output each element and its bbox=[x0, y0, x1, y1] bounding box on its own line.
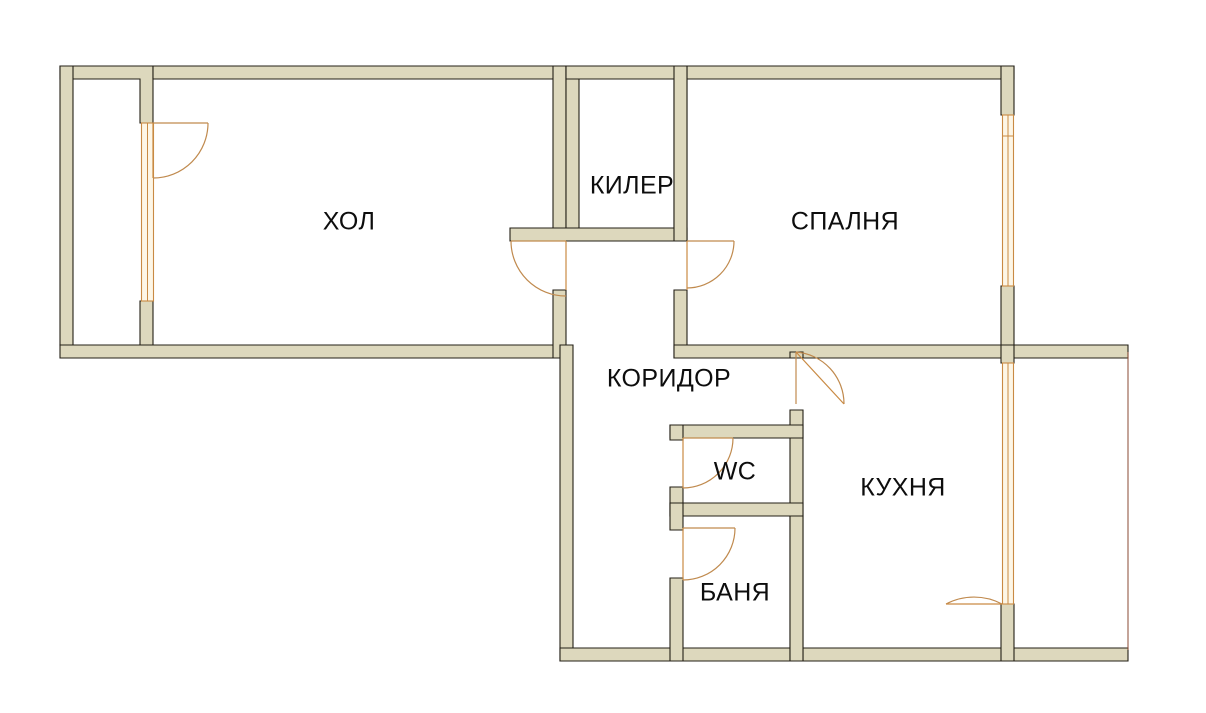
wall-wc-bottom bbox=[669, 502, 804, 517]
door-banya bbox=[682, 527, 736, 581]
room-label-hol: ХОЛ bbox=[323, 208, 376, 236]
walls-layer bbox=[59, 65, 1129, 662]
wall-banya-left-stub bbox=[669, 502, 684, 531]
wall-wc-top bbox=[669, 424, 804, 439]
wall-hol-top-left bbox=[59, 65, 154, 124]
door-spalnya bbox=[686, 240, 735, 290]
wall-kiler-left bbox=[565, 65, 580, 242]
door-balkon bbox=[945, 596, 1003, 605]
room-label-wc: WC bbox=[714, 458, 756, 486]
wall-spalnya-bottom bbox=[673, 344, 1129, 359]
room-label-kuhnya: КУХНЯ bbox=[860, 474, 946, 502]
wall-banya-right bbox=[789, 515, 804, 662]
wall-spalnya-left bbox=[673, 65, 688, 242]
windows-layer bbox=[140, 114, 1015, 605]
room-label-spalnya: СПАЛНЯ bbox=[791, 208, 899, 236]
doors-layer bbox=[152, 122, 1003, 605]
wall-balkon-divider-top bbox=[1000, 344, 1015, 364]
wall-spalnya-top bbox=[686, 65, 1015, 80]
wall-hol-right bbox=[552, 65, 567, 242]
door-entrance bbox=[152, 122, 209, 179]
wall-kiler-bottom bbox=[509, 227, 688, 242]
wall-wc-left-upper bbox=[669, 424, 684, 441]
wall-kiler-top bbox=[565, 65, 688, 80]
wall-koridor-bottom bbox=[559, 647, 1129, 662]
door-hol-koridor bbox=[510, 240, 567, 297]
wall-top-hol-to-kiler bbox=[152, 65, 567, 80]
wall-balkon-divider-bottom bbox=[1000, 603, 1015, 662]
room-label-banya: БАНЯ bbox=[700, 579, 770, 607]
wall-hol-bottom bbox=[59, 344, 567, 359]
room-labels-layer: ХОЛ КИЛЕР СПАЛНЯ КОРИДОР WC БАНЯ КУХНЯ bbox=[323, 172, 946, 607]
wall-koridor-left bbox=[559, 344, 574, 662]
wall-spalnya-right-upper bbox=[1000, 65, 1015, 116]
wall-hol-left-lower-stub bbox=[139, 300, 154, 346]
door-wc bbox=[682, 437, 734, 489]
room-label-koridor: КОРИДОР bbox=[607, 365, 731, 393]
door-kuhnya bbox=[795, 351, 845, 405]
room-label-kiler: КИЛЕР bbox=[590, 172, 674, 200]
wall-hol-left bbox=[59, 65, 74, 346]
wall-banya-left bbox=[669, 577, 684, 662]
